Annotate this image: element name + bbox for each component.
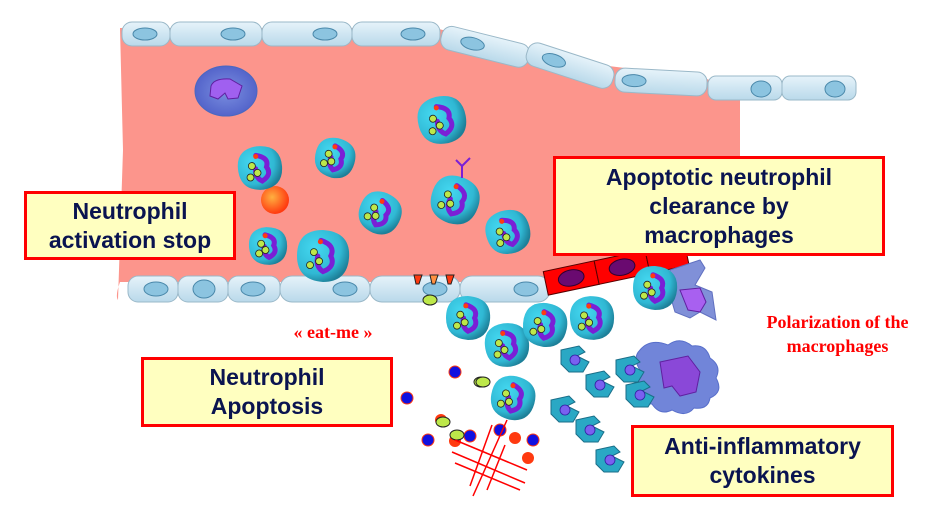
granule bbox=[435, 416, 451, 428]
endothelium-bottom bbox=[127, 275, 551, 303]
neutrophil bbox=[446, 296, 491, 340]
neutrophil bbox=[490, 375, 536, 421]
endothelial-cell bbox=[127, 275, 179, 303]
polarization-annotation: Polarization of the macrophages bbox=[735, 310, 940, 358]
endothelial-cell bbox=[525, 42, 615, 89]
endothelial-cell bbox=[781, 75, 857, 101]
apoptotic-body bbox=[595, 445, 625, 473]
endothelial-cell bbox=[614, 67, 708, 97]
apoptotic-body bbox=[575, 415, 605, 443]
granule bbox=[449, 429, 465, 441]
cytokine-dot bbox=[509, 432, 521, 444]
endothelium-top bbox=[121, 21, 857, 101]
antibody-icon bbox=[455, 157, 471, 178]
cytokine-particles bbox=[400, 294, 540, 464]
apoptotic-body bbox=[625, 380, 655, 408]
label-line: cytokines bbox=[709, 462, 816, 488]
endothelial-cell bbox=[121, 21, 171, 47]
endothelial-cell bbox=[227, 275, 281, 303]
endothelial-cell bbox=[707, 75, 783, 101]
label-line: Neutrophil bbox=[72, 197, 188, 224]
activated-cell-sphere bbox=[261, 186, 289, 214]
neutrophil bbox=[523, 302, 568, 348]
neutrophil bbox=[569, 296, 615, 340]
macrophage-transmigrating bbox=[669, 259, 717, 321]
macrophage bbox=[634, 340, 720, 414]
inhibition-lines-icon bbox=[451, 419, 528, 497]
apoptotic-body bbox=[560, 345, 590, 373]
cytokine-dot bbox=[463, 429, 477, 443]
cytokine-dot bbox=[400, 391, 414, 405]
label-line: clearance by bbox=[649, 192, 789, 219]
neutrophil bbox=[485, 209, 531, 254]
apoptotic-body bbox=[585, 370, 615, 398]
label-line: Apoptotic neutrophil bbox=[605, 163, 833, 190]
cytokine-dot bbox=[526, 433, 540, 447]
cytokine-dot bbox=[448, 365, 462, 379]
neutrophil bbox=[248, 227, 288, 265]
adhesion-receptors bbox=[413, 274, 455, 285]
neutrophil bbox=[358, 191, 402, 235]
eat-me-annotation: « eat-me » bbox=[293, 322, 373, 342]
endothelial-cell bbox=[440, 25, 531, 68]
apoptotic-body bbox=[550, 395, 580, 423]
cytokine-dot bbox=[421, 433, 435, 447]
neutrophil bbox=[633, 266, 678, 310]
neutrophil bbox=[314, 137, 356, 179]
label-line: Apoptosis bbox=[210, 393, 324, 419]
cytokine-dot bbox=[522, 452, 534, 464]
neutrophil bbox=[484, 323, 530, 367]
granule bbox=[422, 294, 438, 306]
neutrophil bbox=[417, 96, 467, 144]
label-line: Anti-inflammatory bbox=[664, 433, 861, 459]
annotation-line: macrophages bbox=[786, 336, 889, 356]
neutrophil bbox=[430, 175, 480, 225]
granule bbox=[475, 376, 491, 388]
monocyte bbox=[194, 65, 258, 117]
endothelial-cell bbox=[261, 21, 353, 47]
endothelial-cell bbox=[351, 21, 441, 47]
label-anti-inflammatory-cytokines: Anti-inflammatory cytokines bbox=[631, 425, 894, 497]
label-line: activation stop bbox=[48, 226, 212, 253]
neutrophils bbox=[237, 96, 678, 421]
label-line: Neutrophil bbox=[209, 364, 325, 390]
apoptotic-body bbox=[615, 355, 645, 383]
endothelial-cell bbox=[177, 275, 229, 303]
label-line: macrophages bbox=[644, 221, 794, 248]
annotation-line: Polarization of the bbox=[766, 312, 909, 332]
neutrophil bbox=[237, 146, 283, 190]
apoptotic-bodies bbox=[550, 345, 655, 473]
neutrophil bbox=[297, 230, 350, 282]
endothelial-cell bbox=[169, 21, 263, 47]
